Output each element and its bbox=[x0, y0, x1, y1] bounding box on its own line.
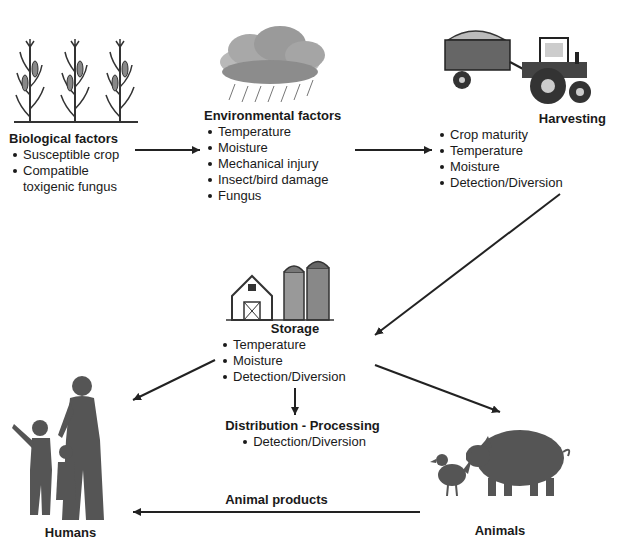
corn-plants bbox=[14, 39, 138, 122]
bullet-row: Insect/bird damage bbox=[204, 172, 351, 188]
flow-arrow bbox=[135, 149, 200, 151]
bullet-dot bbox=[208, 130, 212, 134]
bullet-row: Temperature bbox=[204, 124, 351, 140]
bullet-dot bbox=[208, 194, 212, 198]
bullet-dot bbox=[208, 178, 212, 182]
flow-arrow bbox=[133, 360, 215, 400]
bullet-row: Temperature bbox=[219, 337, 371, 353]
bullet-text: Detection/Diversion bbox=[233, 369, 346, 385]
stage-group: HarvestingCrop maturityTemperatureMoistu… bbox=[432, 108, 610, 194]
human-figures bbox=[12, 376, 104, 520]
bullet-text: Temperature bbox=[218, 124, 291, 140]
bullet-text: Compatible toxigenic fungus bbox=[23, 163, 131, 195]
bullet-dot bbox=[223, 375, 227, 379]
bullet-row: Detection/Diversion bbox=[199, 434, 406, 450]
bullet-dot bbox=[440, 133, 444, 137]
flow-arrow bbox=[355, 149, 432, 151]
edge-label: Animal products bbox=[222, 492, 331, 508]
group-heading: Animals bbox=[424, 523, 576, 539]
bullet-dot bbox=[13, 153, 17, 157]
bullet-text: Detection/Diversion bbox=[450, 175, 563, 191]
bullet-row: Moisture bbox=[204, 140, 351, 156]
bullet-dot bbox=[440, 149, 444, 153]
bullet-row: Moisture bbox=[436, 159, 606, 175]
flow-arrow bbox=[133, 511, 420, 513]
stage-group: StorageTemperatureMoistureDetection/Dive… bbox=[215, 318, 375, 388]
bullet-dot bbox=[223, 343, 227, 347]
bullet-text: Moisture bbox=[233, 353, 283, 369]
bullet-dot bbox=[208, 146, 212, 150]
bullet-row: Susceptible crop bbox=[9, 147, 131, 163]
bullet-text: Mechanical injury bbox=[218, 156, 318, 172]
bullet-row: Compatible toxigenic fungus bbox=[9, 163, 131, 195]
consumer-group: Humans bbox=[8, 372, 133, 544]
bullet-row: Crop maturity bbox=[436, 127, 606, 143]
factor-group: Environmental factorsTemperatureMoisture… bbox=[200, 105, 355, 207]
factor-group: Biological factorsSusceptible cropCompat… bbox=[5, 128, 135, 198]
bullet-dot bbox=[223, 359, 227, 363]
bullet-row: Moisture bbox=[219, 353, 371, 369]
bullet-text: Detection/Diversion bbox=[253, 434, 366, 450]
bullet-dot bbox=[440, 165, 444, 169]
bullet-row: Temperature bbox=[436, 143, 606, 159]
bullet-row: Detection/Diversion bbox=[436, 175, 606, 191]
rain-cloud bbox=[220, 26, 325, 102]
consumer-group: Animals bbox=[420, 412, 580, 542]
flow-arrow bbox=[375, 365, 500, 412]
barn-silos bbox=[226, 262, 334, 321]
bullet-row: Mechanical injury bbox=[204, 156, 351, 172]
group-heading: Humans bbox=[12, 525, 129, 541]
bullet-dot bbox=[208, 162, 212, 166]
group-heading: Harvesting bbox=[436, 111, 606, 127]
bullet-text: Insect/bird damage bbox=[218, 172, 329, 188]
bullet-text: Temperature bbox=[450, 143, 523, 159]
flow-arrow bbox=[294, 388, 296, 415]
bullet-row: Fungus bbox=[204, 188, 351, 204]
group-heading: Distribution - Processing bbox=[199, 418, 406, 434]
bullet-dot bbox=[243, 440, 247, 444]
bullet-text: Susceptible crop bbox=[23, 147, 119, 163]
farm-animals bbox=[430, 430, 569, 496]
tractor bbox=[445, 31, 591, 104]
group-heading: Environmental factors bbox=[204, 108, 351, 124]
flow-arrow bbox=[375, 194, 560, 335]
bullet-text: Moisture bbox=[450, 159, 500, 175]
group-heading: Storage bbox=[219, 321, 371, 337]
bullet-text: Moisture bbox=[218, 140, 268, 156]
bullet-text: Crop maturity bbox=[450, 127, 528, 143]
bullet-text: Fungus bbox=[218, 188, 261, 204]
bullet-text: Temperature bbox=[233, 337, 306, 353]
group-heading: Biological factors bbox=[9, 131, 131, 147]
bullet-dot bbox=[13, 169, 17, 173]
bullet-row: Detection/Diversion bbox=[219, 369, 371, 385]
stage-group: Distribution - ProcessingDetection/Diver… bbox=[195, 415, 410, 453]
bullet-dot bbox=[440, 181, 444, 185]
